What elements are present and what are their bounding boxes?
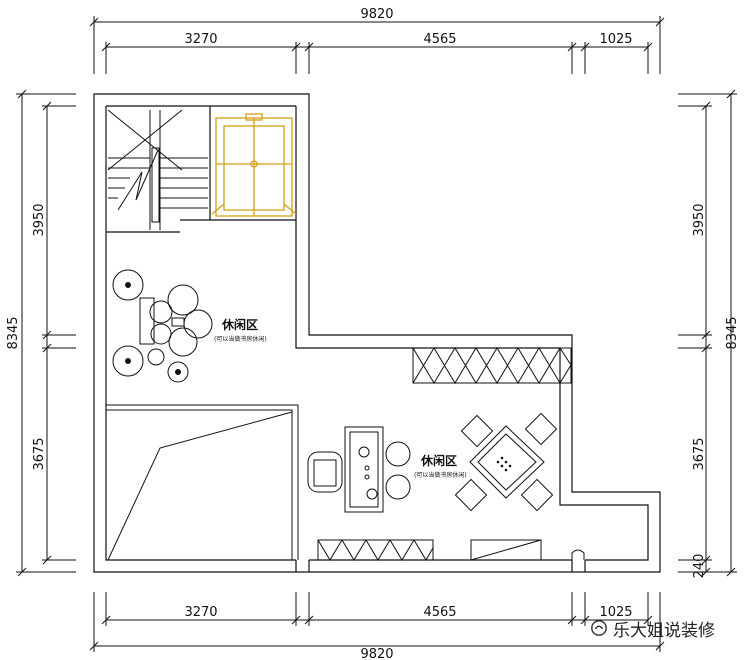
bottom-dimension-segment-3: 1025 <box>599 605 632 620</box>
left-dimensions <box>16 89 76 577</box>
zone-subtitle-2: (可以当做书房休闲) <box>414 471 467 479</box>
elevator <box>211 113 297 217</box>
bottom-dimension-segment-1: 3270 <box>184 605 217 620</box>
left-dimension-segment-2: 3675 <box>32 437 47 470</box>
window-niche <box>571 549 585 560</box>
top-dimension-segment-1: 3270 <box>184 32 217 47</box>
zone-subtitle-1: (可以当做书房休闲) <box>214 335 267 343</box>
staircase <box>107 109 208 230</box>
right-dimension-segment-1: 3950 <box>692 203 707 236</box>
leisure-area-1-furniture <box>112 269 213 383</box>
leisure-area-2-furniture <box>307 426 411 513</box>
bottom-left-room <box>106 404 299 561</box>
watermark-text: 乐大姐说装修 <box>613 620 715 641</box>
watermark: 乐大姐说装修 <box>590 617 715 641</box>
top-total-dimension: 9820 <box>360 7 393 22</box>
right-total-dimension: 8345 <box>725 316 740 349</box>
bottom-dimensions <box>89 592 665 652</box>
bottom-total-dimension: 9820 <box>360 647 393 660</box>
right-dimension-segment-3: 240 <box>692 554 707 579</box>
wechat-public-account-icon <box>591 620 607 636</box>
left-dimension-segment-1: 3950 <box>32 203 47 236</box>
left-total-dimension: 8345 <box>6 316 21 349</box>
top-dimension-segment-3: 1025 <box>599 32 632 47</box>
zone-title-2: 休闲区 <box>420 453 457 468</box>
top-dimensions <box>89 16 665 74</box>
mahjong-table <box>454 412 558 512</box>
cabinets <box>317 347 572 561</box>
zone-title-1: 休闲区 <box>221 317 258 332</box>
top-dimension-segment-2: 4565 <box>423 32 456 47</box>
right-dimension-segment-2: 3675 <box>692 437 707 470</box>
right-dimensions <box>678 89 737 577</box>
bottom-dimension-segment-2: 4565 <box>423 605 456 620</box>
walls <box>93 93 661 573</box>
